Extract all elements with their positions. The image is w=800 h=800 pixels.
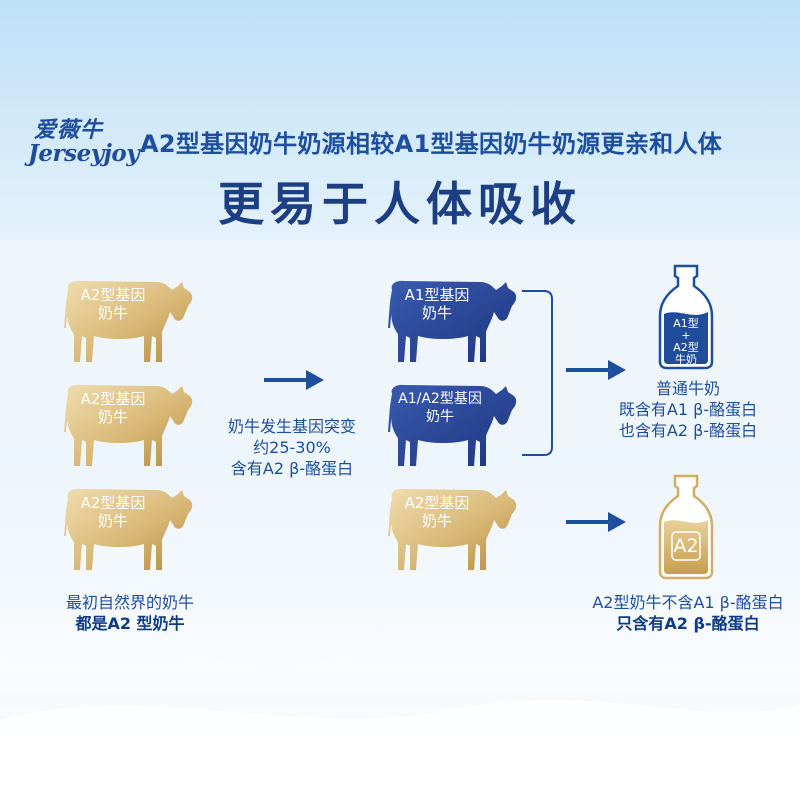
mutation-line2: 约25-30% (253, 438, 331, 457)
cow-label: A1型基因 奶牛 (404, 286, 470, 322)
cow-a1-a2: A1/A2型基因 奶牛 (388, 380, 520, 478)
brand-name-en: Jerseyjoy (28, 140, 140, 167)
brand-name-cn: 爱薇牛 (34, 117, 104, 143)
regular-milk-desc-line3: 也含有A2 β-酪蛋白 (618, 421, 758, 440)
mutation-line3: 含有A2 β-酪蛋白 (230, 459, 354, 478)
a2-milk-bottle-label: A2 (673, 535, 699, 557)
page-title: 更易于人体吸收 (218, 177, 582, 231)
regular-milk-bottle-label: A1型 + A2型 牛奶 (673, 317, 699, 366)
brand-logo: 爱薇牛 Jerseyjoy (28, 112, 140, 188)
a2-milk-description: A2型奶牛不含A1 β-酪蛋白 只含有A2 β-酪蛋白 (578, 592, 798, 634)
headline: A2型基因奶牛奶源相较A1型基因奶牛奶源更亲和人体 (140, 130, 723, 158)
cow-label: A1/A2型基因 奶牛 (398, 391, 482, 425)
arrow-right-icon (566, 360, 626, 380)
mutation-line1: 奶牛发生基因突变 (227, 417, 356, 436)
cow-a2-left-3: A2型基因 奶牛 (64, 484, 196, 582)
left-caption-line1: 最初自然界的奶牛 (65, 593, 194, 612)
milk-bottle-icon (658, 474, 714, 580)
cow-label: A2型基因 奶牛 (80, 494, 146, 530)
mutation-note: 奶牛发生基因突变 约25-30% 含有A2 β-酪蛋白 (222, 416, 362, 479)
a2-milk-desc-line1: A2型奶牛不含A1 β-酪蛋白 (592, 593, 784, 612)
left-caption: 最初自然界的奶牛 都是A2 型奶牛 (40, 592, 220, 634)
regular-milk-desc-line2: 既含有A1 β-酪蛋白 (618, 400, 758, 419)
arrow-right-icon (264, 370, 324, 390)
milk-bottle-icon (658, 264, 714, 370)
bracket-icon (522, 290, 553, 456)
cow-label: A2型基因 奶牛 (80, 286, 146, 322)
milk-splash-background (0, 640, 800, 800)
left-caption-line2: 都是A2 型奶牛 (75, 614, 185, 633)
cow-a1: A1型基因 奶牛 (388, 276, 520, 374)
a2-milk-bottle: A2 (658, 474, 714, 580)
regular-milk-bottle: A1型 + A2型 牛奶 (658, 264, 714, 370)
cow-a2-left-1: A2型基因 奶牛 (64, 276, 196, 374)
regular-milk-description: 普通牛奶 既含有A1 β-酪蛋白 也含有A2 β-酪蛋白 (598, 378, 778, 441)
regular-milk-desc-line1: 普通牛奶 (655, 379, 720, 398)
arrow-right-icon (566, 512, 626, 532)
cow-label: A2型基因 奶牛 (80, 390, 146, 426)
a2-milk-desc-line2: 只含有A2 β-酪蛋白 (616, 614, 760, 633)
cow-a2-left-2: A2型基因 奶牛 (64, 380, 196, 478)
cow-label: A2型基因 奶牛 (404, 494, 470, 530)
cow-a2-middle: A2型基因 奶牛 (388, 484, 520, 582)
